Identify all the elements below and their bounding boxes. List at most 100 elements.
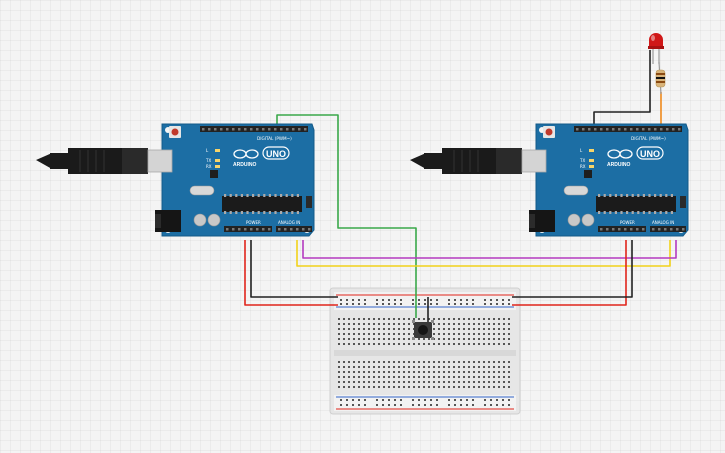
red-led[interactable] — [648, 33, 664, 64]
header-pin[interactable] — [286, 128, 289, 131]
header-pin[interactable] — [636, 128, 639, 131]
header-pin[interactable] — [642, 228, 645, 231]
analog-header[interactable] — [276, 226, 312, 232]
header-pin[interactable] — [226, 228, 229, 231]
header-pin[interactable] — [652, 228, 655, 231]
header-pin[interactable] — [664, 228, 667, 231]
header-pin[interactable] — [672, 128, 675, 131]
header-pin[interactable] — [250, 228, 253, 231]
header-pin[interactable] — [292, 128, 295, 131]
header-pin[interactable] — [256, 128, 259, 131]
wire-yellow[interactable] — [296, 240, 671, 267]
header-pin[interactable] — [624, 228, 627, 231]
breadboard-hole — [388, 343, 390, 345]
wire-black-led[interactable] — [593, 50, 651, 128]
reset-button-cap[interactable] — [545, 128, 553, 136]
header-pin[interactable] — [630, 228, 633, 231]
header-pin[interactable] — [244, 228, 247, 231]
header-pin[interactable] — [280, 128, 283, 131]
usb-cable-right[interactable] — [410, 148, 547, 174]
wire-green[interactable] — [276, 114, 417, 318]
chip-pin — [296, 194, 299, 197]
header-pin[interactable] — [600, 228, 603, 231]
breadboard-hole — [463, 318, 465, 320]
wire-black-left[interactable] — [250, 240, 338, 298]
digital-header[interactable] — [200, 126, 308, 132]
header-pin[interactable] — [262, 128, 265, 131]
header-pin[interactable] — [278, 228, 281, 231]
wire-red-right[interactable] — [512, 240, 627, 306]
analog-header[interactable] — [650, 226, 686, 232]
header-pin[interactable] — [296, 228, 299, 231]
reset-button-cap[interactable] — [171, 128, 179, 136]
header-pin[interactable] — [576, 128, 579, 131]
header-pin[interactable] — [208, 128, 211, 131]
header-pin[interactable] — [284, 228, 287, 231]
icsp-header[interactable] — [680, 196, 686, 208]
header-pin[interactable] — [678, 128, 681, 131]
header-pin[interactable] — [274, 128, 277, 131]
header-pin[interactable] — [268, 128, 271, 131]
header-pin[interactable] — [660, 128, 663, 131]
header-pin[interactable] — [648, 128, 651, 131]
header-pin[interactable] — [670, 228, 673, 231]
header-pin[interactable] — [244, 128, 247, 131]
header-pin[interactable] — [232, 228, 235, 231]
header-pin[interactable] — [636, 228, 639, 231]
header-pin[interactable] — [618, 128, 621, 131]
header-pin[interactable] — [226, 128, 229, 131]
power-header[interactable] — [224, 226, 272, 232]
header-pin[interactable] — [618, 228, 621, 231]
header-pin[interactable] — [624, 128, 627, 131]
header-pin[interactable] — [220, 128, 223, 131]
header-pin[interactable] — [582, 128, 585, 131]
breadboard-hole — [428, 338, 430, 340]
header-pin[interactable] — [588, 128, 591, 131]
power-jack[interactable] — [529, 210, 555, 232]
header-pin[interactable] — [606, 128, 609, 131]
wire-red-left[interactable] — [244, 240, 338, 306]
header-pin[interactable] — [232, 128, 235, 131]
pushbutton[interactable] — [412, 320, 434, 340]
header-pin[interactable] — [302, 228, 305, 231]
header-pin[interactable] — [290, 228, 293, 231]
header-pin[interactable] — [654, 128, 657, 131]
power-jack[interactable] — [155, 210, 181, 232]
breadboard-hole — [403, 366, 405, 368]
resistor[interactable] — [655, 61, 666, 95]
header-pin[interactable] — [666, 128, 669, 131]
header-pin[interactable] — [238, 228, 241, 231]
header-pin[interactable] — [676, 228, 679, 231]
header-pin[interactable] — [256, 228, 259, 231]
header-pin[interactable] — [612, 128, 615, 131]
header-pin[interactable] — [250, 128, 253, 131]
header-pin[interactable] — [298, 128, 301, 131]
header-pin[interactable] — [202, 128, 205, 131]
header-pin[interactable] — [606, 228, 609, 231]
header-pin[interactable] — [682, 228, 685, 231]
digital-header[interactable] — [574, 126, 682, 132]
header-pin[interactable] — [630, 128, 633, 131]
usb-cable-left[interactable] — [36, 148, 173, 174]
power-header[interactable] — [598, 226, 646, 232]
header-pin[interactable] — [304, 128, 307, 131]
header-pin[interactable] — [658, 228, 661, 231]
header-pin[interactable] — [308, 228, 311, 231]
breadboard-hole — [468, 386, 470, 388]
header-pin[interactable] — [238, 128, 241, 131]
header-pin[interactable] — [262, 228, 265, 231]
header-pin[interactable] — [594, 128, 597, 131]
header-pin[interactable] — [642, 128, 645, 131]
header-pin[interactable] — [600, 128, 603, 131]
wire-purple[interactable] — [302, 240, 677, 259]
header-pin[interactable] — [214, 128, 217, 131]
header-pin[interactable] — [268, 228, 271, 231]
wire-black-right[interactable] — [512, 240, 633, 298]
header-pin[interactable] — [612, 228, 615, 231]
breadboard[interactable] — [329, 287, 521, 415]
icsp-header[interactable] — [306, 196, 312, 208]
